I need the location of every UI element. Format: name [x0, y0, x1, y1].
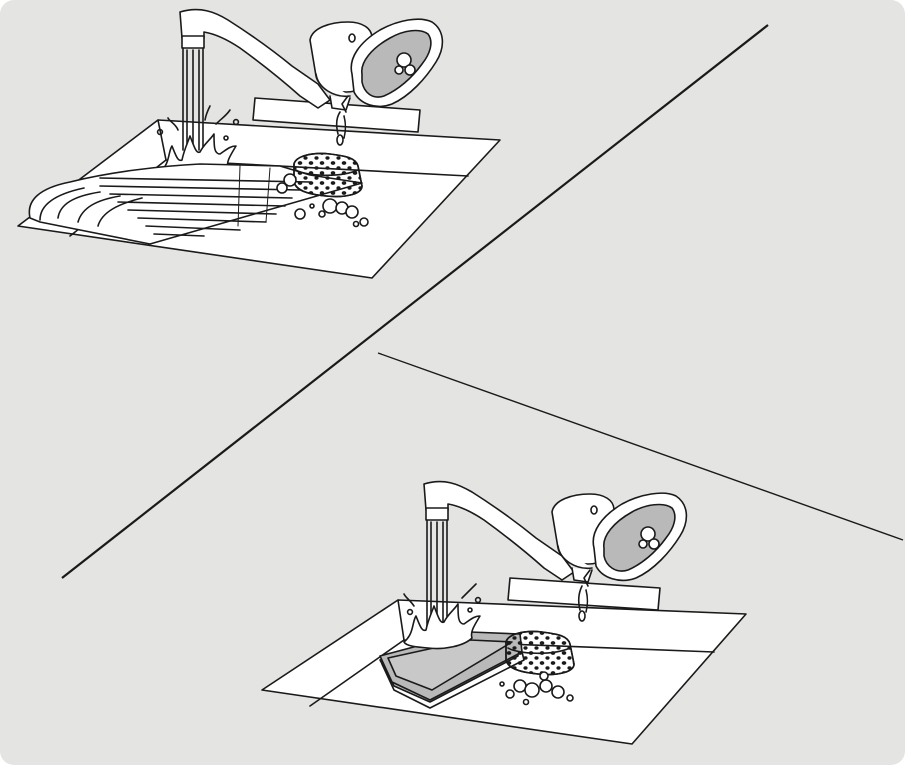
- sink-icon: [261, 599, 747, 745]
- bottom-scene: [261, 480, 747, 745]
- water-splash-icon: [403, 583, 482, 650]
- soap-bottle-icon: [335, 18, 444, 146]
- sponge-icon: [293, 152, 363, 198]
- faucet-icon: [423, 480, 661, 627]
- water-stream-icon: [430, 521, 444, 629]
- sponge-icon: [505, 630, 575, 676]
- soap-bubbles-icon: [499, 671, 574, 706]
- water-stream-icon: [186, 49, 200, 151]
- faucet-icon: [179, 8, 421, 151]
- divider-line-diagonal: [61, 24, 769, 579]
- divider-line-right: [377, 352, 904, 541]
- top-scene: [17, 8, 501, 279]
- drip-tray-icon: [379, 631, 525, 709]
- soap-bubbles-icon: [276, 173, 369, 228]
- soap-bottle-icon: [577, 492, 688, 622]
